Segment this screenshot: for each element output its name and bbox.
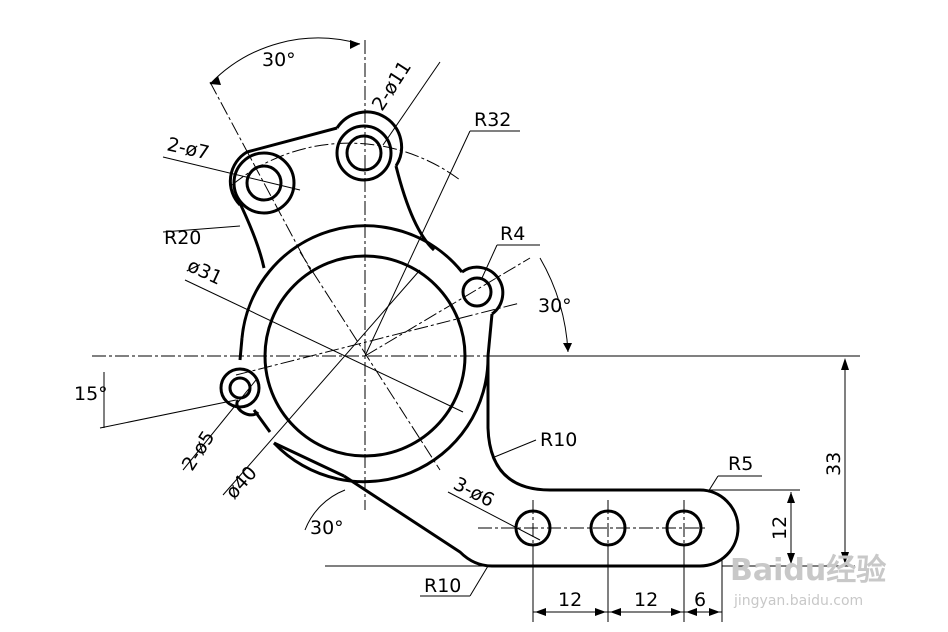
- hole-11-inner: [345, 134, 383, 172]
- label-height-33: 33: [823, 452, 845, 476]
- lug-7-outline: [228, 150, 248, 207]
- label-angle-right: 30°: [538, 295, 572, 317]
- right-upper-flank: [394, 165, 436, 252]
- watermark-brand: Baidu经验: [730, 553, 886, 588]
- arrowhead: [350, 40, 360, 49]
- hole-5-inner: [228, 376, 252, 400]
- label-angle-top: 30°: [262, 49, 296, 71]
- label-width-6: 6: [694, 589, 706, 611]
- label-dia-40: ø40: [221, 462, 261, 503]
- leader-holes-6: [447, 491, 541, 541]
- label-r10-bottom: R10: [424, 575, 461, 597]
- hole-7-inner: [245, 164, 283, 202]
- r4-lug-outline: [461, 265, 505, 316]
- upper-tangent-line: [246, 126, 338, 154]
- arm-lower-link: [273, 441, 345, 478]
- leader-r10-bottom: [469, 565, 489, 597]
- label-angle-bottom: 30°: [310, 517, 344, 539]
- watermark: Baidu经验 jingyan.baidu.com: [730, 553, 886, 609]
- arrowhead: [841, 358, 849, 370]
- label-width-12-a: 12: [558, 589, 582, 611]
- hole-r4: [461, 276, 493, 308]
- arrowhead: [787, 492, 795, 503]
- angle-bottom-arc: [304, 489, 346, 531]
- arrowhead: [671, 608, 682, 616]
- label-width-12-b: 12: [634, 589, 658, 611]
- angle-right-arc: [539, 257, 569, 353]
- centerline-30deg: [364, 257, 531, 357]
- label-r5: R5: [728, 453, 753, 475]
- leader-r4: [481, 244, 498, 279]
- hole-5-outer: [219, 367, 261, 409]
- arrowhead: [841, 552, 849, 564]
- r20-arc: [234, 194, 266, 269]
- label-r20: R20: [164, 227, 201, 249]
- arrowhead: [595, 608, 606, 616]
- dimension-labels: 30° 2-ø11 R32 2-ø7 R20 R4 ø31 30° 15° 2-…: [74, 49, 845, 611]
- leader-holes-7: [162, 156, 301, 191]
- label-r10-inner: R10: [540, 429, 577, 451]
- label-r32: R32: [474, 109, 511, 131]
- dimension-lines: [99, 37, 855, 622]
- leader-holes-11: [382, 61, 441, 146]
- leader-r10-inner: [491, 439, 537, 459]
- arrowhead: [787, 553, 795, 564]
- angle-top-arc: [209, 37, 361, 85]
- outer-ring-lower: [272, 355, 490, 484]
- label-r4: R4: [500, 223, 525, 245]
- arrowhead: [563, 343, 572, 352]
- leader-r5: [707, 475, 719, 493]
- bore-inner-circle: [263, 254, 467, 458]
- arm-outline: [343, 356, 740, 568]
- label-dia-31: ø31: [184, 255, 226, 290]
- arrowhead: [610, 608, 621, 616]
- centerline-120deg: [299, 251, 441, 471]
- arrowhead: [709, 608, 720, 616]
- arrowhead: [210, 76, 221, 85]
- leader-r20: [162, 225, 241, 233]
- leader-r32: [364, 130, 471, 357]
- right-edge: [486, 313, 494, 357]
- left-lug-link: [252, 409, 272, 433]
- leader-15deg: [99, 399, 237, 429]
- label-holes-5: 2-ø5: [178, 427, 220, 475]
- centerline-upper-left: [209, 81, 313, 274]
- label-holes-7: 2-ø7: [165, 133, 212, 164]
- label-height-12: 12: [769, 516, 791, 540]
- hole-7-outer: [232, 151, 296, 215]
- label-holes-11: 2-ø11: [368, 57, 416, 115]
- leader-holes-5: [182, 379, 257, 471]
- centerline-15deg: [235, 302, 521, 376]
- left-edge: [238, 337, 244, 361]
- watermark-url: jingyan.baidu.com: [733, 593, 863, 609]
- arrowhead: [686, 608, 697, 616]
- hole-11-outer: [335, 124, 393, 182]
- lug-11-outline: [335, 110, 404, 167]
- arrowhead: [535, 608, 546, 616]
- leader-dia-31: [184, 279, 464, 413]
- leader-dia-40: [222, 269, 421, 496]
- label-angle-left: 15°: [74, 383, 108, 405]
